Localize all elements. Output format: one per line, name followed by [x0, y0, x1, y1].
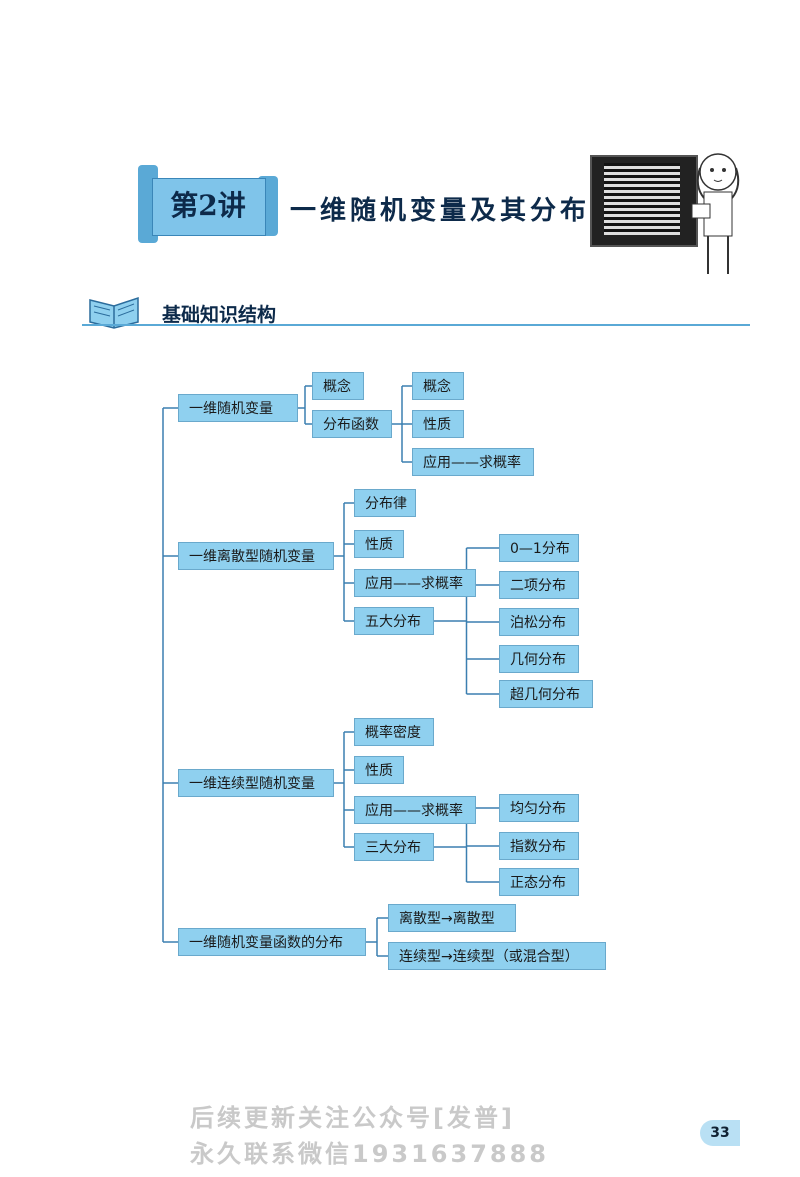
chapter-badge [152, 178, 266, 236]
qr-code-icon [604, 163, 680, 235]
group-continuous-rv: 一维连续型随机变量 [178, 769, 334, 797]
watermark-line-2: 永久联系微信1931637888 [190, 1140, 549, 1168]
node-continuous-dist-1: 指数分布 [499, 832, 579, 860]
node-continuous-dist-0: 均匀分布 [499, 794, 579, 822]
mathematician-illustration-icon [691, 153, 740, 274]
node-rv-0: 概念 [312, 372, 364, 400]
node-discrete-dist-4: 超几何分布 [499, 680, 593, 708]
book-icon [89, 296, 139, 329]
chapter-title: 一维随机变量及其分布 [290, 196, 591, 226]
node-discrete-dist-0: 0—1分布 [499, 534, 579, 562]
node-discrete-1: 性质 [354, 530, 404, 558]
section-title: 基础知识结构 [162, 304, 277, 326]
page-number: 33 [700, 1120, 740, 1146]
node-continuous-0: 概率密度 [354, 718, 434, 746]
node-continuous-2: 应用——求概率 [354, 796, 476, 824]
node-discrete-0: 分布律 [354, 489, 416, 517]
node-discrete-3: 五大分布 [354, 607, 434, 635]
node-discrete-dist-2: 泊松分布 [499, 608, 579, 636]
node-continuous-3: 三大分布 [354, 833, 434, 861]
node-continuous-dist-2: 正态分布 [499, 868, 579, 896]
group-function-dist: 一维随机变量函数的分布 [178, 928, 366, 956]
node-rv-1: 分布函数 [312, 410, 392, 438]
node-function-1: 连续型→连续型（或混合型） [388, 942, 606, 970]
node-discrete-dist-3: 几何分布 [499, 645, 579, 673]
node-continuous-1: 性质 [354, 756, 404, 784]
node-discrete-2: 应用——求概率 [354, 569, 476, 597]
node-function-0: 离散型→离散型 [388, 904, 516, 932]
watermark-line-1: 后续更新关注公众号[发普] [190, 1104, 515, 1132]
node-cdf-2: 应用——求概率 [412, 448, 534, 476]
node-cdf-0: 概念 [412, 372, 464, 400]
section-divider [82, 324, 750, 326]
group-random-variable: 一维随机变量 [178, 394, 298, 422]
group-discrete-rv: 一维离散型随机变量 [178, 542, 334, 570]
node-discrete-dist-1: 二项分布 [499, 571, 579, 599]
chapter-number: 第2讲 [170, 189, 246, 222]
node-cdf-1: 性质 [412, 410, 464, 438]
